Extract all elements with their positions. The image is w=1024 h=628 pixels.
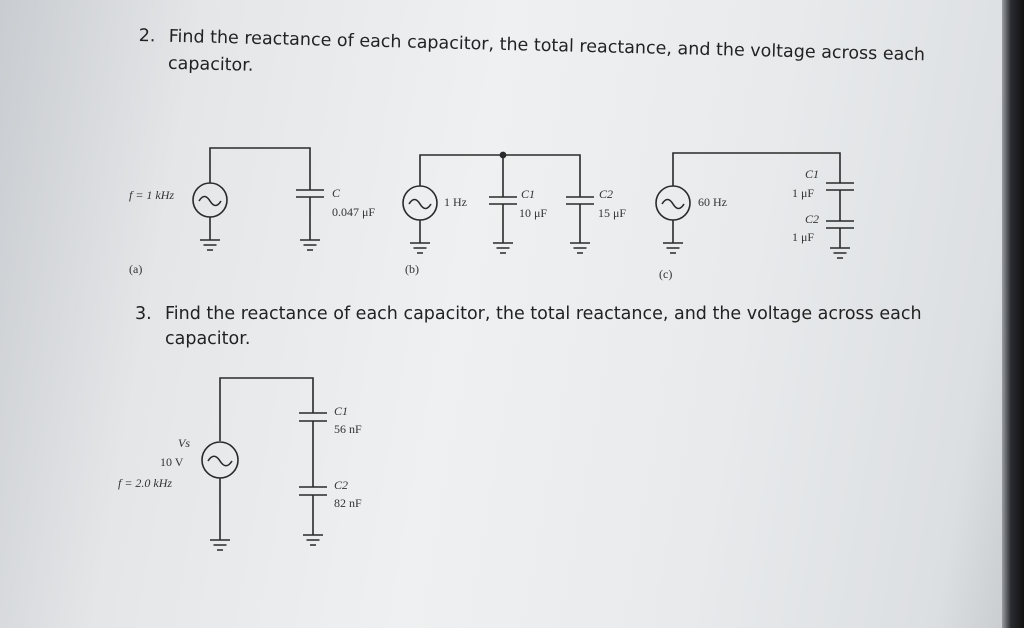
- page-edge-shadow: [1002, 0, 1024, 628]
- circuit-c-label: (c): [659, 267, 672, 281]
- circuit-3-source-voltage: 10 V: [160, 455, 184, 469]
- circuit-3-ground-icon-2: [303, 534, 323, 546]
- circuit-a: [192, 147, 324, 251]
- circuit-a-cap-value: 0.047 μF: [332, 205, 375, 219]
- circuit-a-top-wire: [209, 147, 311, 190]
- circuit-3-c2-name: C2: [334, 478, 348, 492]
- circuit-c-c2-name: C2: [805, 212, 819, 226]
- circuit-c-c1-name: C1: [805, 167, 819, 181]
- circuit-c-frequency: 60 Hz: [698, 195, 727, 209]
- circuit-3-c1-value: 56 nF: [334, 422, 362, 436]
- circuit-a-label: (a): [129, 262, 142, 276]
- problem-3-text-line-2: capacitor.: [165, 329, 251, 349]
- circuit-3-top-wire: [219, 377, 314, 441]
- circuit-3-source-name: Vs: [178, 436, 190, 450]
- circuit-3-c2-value: 82 nF: [334, 496, 362, 510]
- circuit-c-c1-capacitor-icon: [826, 182, 854, 221]
- circuit-b-c1-value: 10 μF: [519, 206, 547, 220]
- circuit-b-c2-capacitor-icon: [566, 193, 594, 243]
- circuit-b-c1-capacitor-icon: [489, 193, 517, 243]
- circuit-b-top-wire: [419, 154, 581, 193]
- circuit-b-c2-value: 15 μF: [598, 206, 626, 220]
- circuit-c-sine-icon: [661, 198, 685, 210]
- circuit-b-c1-name: C1: [521, 187, 535, 201]
- circuit-a-capacitor-icon: [296, 189, 324, 240]
- circuit-3-sine-icon: [207, 455, 233, 467]
- circuit-3-frequency: f = 2.0 kHz: [118, 476, 172, 490]
- circuit-b-ground-icon-2: [493, 242, 513, 254]
- circuit-3: [201, 377, 327, 551]
- circuit-a-frequency: f = 1 kHz: [129, 188, 174, 202]
- circuit-a-sine-icon: [198, 195, 222, 207]
- circuit-b-ground-icon: [410, 242, 430, 254]
- circuit-a-ground-icon-2: [300, 239, 320, 251]
- circuit-b-junction-dot: [499, 151, 507, 159]
- circuit-3-c1-name: C1: [334, 404, 348, 418]
- problem-3-text-line-1: Find the reactance of each capacitor, th…: [165, 304, 922, 324]
- circuit-b-frequency: 1 Hz: [444, 195, 467, 209]
- circuit-b-sine-icon: [408, 198, 432, 210]
- circuit-c-c2-capacitor-icon: [826, 220, 854, 248]
- circuit-c-c1-value: 1 μF: [792, 186, 814, 200]
- circuit-b-ground-icon-3: [570, 242, 590, 254]
- circuit-3-c1-capacitor-icon: [299, 412, 327, 487]
- circuit-c: [655, 152, 854, 259]
- circuit-a-ground-icon: [200, 239, 220, 251]
- circuit-3-ground-icon: [210, 539, 230, 551]
- circuit-b-label: (b): [405, 262, 419, 276]
- circuit-b-c2-name: C2: [599, 187, 613, 201]
- problem-3-number: 3.: [135, 304, 152, 324]
- problem-3: 3. Find the reactance of each capacitor,…: [135, 302, 922, 362]
- circuit-c-top-wire: [672, 152, 841, 186]
- circuit-3-c2-capacitor-icon: [299, 486, 327, 535]
- circuit-a-cap-name: C: [332, 186, 341, 200]
- circuit-c-c2-value: 1 μF: [792, 230, 814, 244]
- circuit-c-ground-icon-2: [830, 247, 850, 259]
- circuit-c-ground-icon: [663, 242, 683, 254]
- circuit-b: [402, 151, 594, 254]
